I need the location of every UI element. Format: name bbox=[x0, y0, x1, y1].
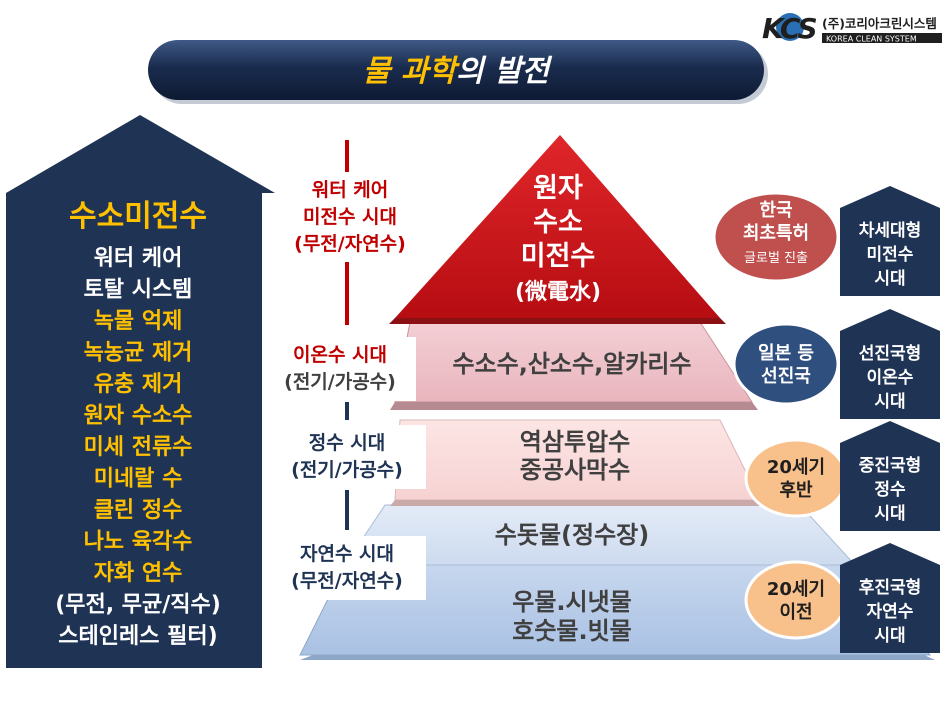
badge-oval bbox=[744, 438, 848, 518]
badge-line: 선진국 bbox=[761, 366, 811, 387]
badge-oval bbox=[712, 191, 840, 283]
left-arrow-item: 토탈 시스템 bbox=[84, 278, 193, 303]
logo-circle-icon bbox=[776, 13, 804, 41]
tier5-line: 호숫물.빗물 bbox=[512, 617, 632, 645]
era-label-line: 자연수 시대 bbox=[300, 543, 394, 565]
badge-line: 일본 등 bbox=[758, 343, 814, 364]
house-label-line: 시대 bbox=[874, 504, 905, 524]
left-arrow-item: 원자 수소수 bbox=[84, 404, 193, 429]
tier5-line: 우물.시냇물 bbox=[512, 588, 632, 616]
era-label-line: 워터 케어 bbox=[312, 179, 389, 201]
apex-triangle bbox=[395, 135, 720, 318]
left-arrow-item: 스테인레스 필터) bbox=[58, 624, 217, 649]
house-label-line: 중진국형 bbox=[859, 455, 922, 476]
house-label-shape bbox=[840, 309, 940, 419]
house-label-shape bbox=[840, 421, 940, 531]
house-label-shape bbox=[840, 543, 940, 653]
house-label-line: 정수 bbox=[874, 480, 906, 500]
badge-line: 이전 bbox=[779, 602, 812, 623]
tier2-label: 수소수,산소수,알카리수 bbox=[452, 350, 691, 378]
era-label-line: (무전/자연수) bbox=[291, 570, 403, 592]
left-arrow-item: 녹물 억제 bbox=[94, 309, 183, 334]
tier3-shadow bbox=[390, 500, 765, 506]
era-label-bg bbox=[268, 425, 426, 489]
era-label-bg bbox=[268, 337, 416, 401]
left-arrow-headline: 수소미전수 bbox=[69, 199, 207, 234]
tier3-line: 역삼투압수 bbox=[520, 428, 630, 456]
logo-mark: KCS bbox=[762, 12, 816, 45]
left-arrow-item: 나노 육각수 bbox=[84, 530, 193, 555]
apex-line: (微電水) bbox=[515, 279, 601, 305]
house-label-line: 선진국형 bbox=[859, 343, 922, 364]
era-label-line: (전기/가공수) bbox=[291, 459, 403, 481]
left-arrow-shape bbox=[6, 115, 275, 668]
badge-line: 20세기 bbox=[767, 457, 825, 478]
house-label-line: 시대 bbox=[874, 269, 905, 289]
house-label-line: 시대 bbox=[874, 626, 905, 646]
badge-oval bbox=[744, 560, 848, 640]
badge-line: 후반 bbox=[779, 480, 813, 501]
era-label-line: (무전/자연수) bbox=[294, 233, 406, 255]
apex-line: 수소 bbox=[533, 207, 583, 238]
house-label-line: 자연수 bbox=[867, 602, 914, 622]
tier2-line: 수소수,산소수,알카리수 bbox=[452, 350, 691, 378]
tier4-label: 수돗물(정수장) bbox=[495, 521, 649, 549]
left-arrow-item: 미네랄 수 bbox=[94, 467, 183, 492]
left-arrow-item: 워터 케어 bbox=[94, 246, 183, 271]
title-banner: 물 과학의 발전 bbox=[148, 40, 768, 104]
era-label-line: 미전수 시대 bbox=[303, 206, 397, 228]
house-label-line: 차세대형 bbox=[859, 220, 922, 241]
apex-line: 원자 bbox=[533, 173, 583, 204]
badge-line: 한국 bbox=[759, 200, 792, 221]
house-label-line: 후진국형 bbox=[859, 577, 922, 598]
logo-name-ko: (주)코리아크린시스템 bbox=[822, 16, 937, 31]
left-arrow-item: 유충 제거 bbox=[94, 372, 183, 397]
badge-line: 최초특허 bbox=[743, 223, 809, 244]
tier2-shadow bbox=[390, 402, 758, 410]
tier4-line: 수돗물(정수장) bbox=[495, 521, 649, 549]
company-logo: KCS (주)코리아크린시스템 KOREA CLEAN SYSTEM bbox=[762, 12, 942, 45]
left-arrow-item: 클린 정수 bbox=[94, 498, 183, 523]
era-label-bg bbox=[268, 536, 426, 600]
logo-name-en-bar bbox=[822, 33, 942, 43]
left-arrow-item: (무전, 무균/직수) bbox=[55, 593, 221, 618]
badge-oval bbox=[732, 322, 840, 406]
house-label-shape bbox=[840, 186, 940, 296]
badge-line: 20세기 bbox=[767, 579, 825, 600]
apex-line: 미전수 bbox=[521, 241, 596, 272]
tier3-line: 중공사막수 bbox=[520, 456, 630, 484]
house-label-line: 시대 bbox=[874, 392, 905, 412]
era-label-line: (전기/가공수) bbox=[284, 371, 396, 393]
title-banner-bg bbox=[148, 40, 764, 100]
apex-shadow bbox=[389, 318, 726, 324]
era-label-line: 이온수 시대 bbox=[293, 344, 387, 366]
left-arrow-item: 녹농균 제거 bbox=[84, 341, 193, 366]
house-label-line: 미전수 bbox=[867, 245, 914, 265]
era-label-line: 정수 시대 bbox=[309, 432, 386, 454]
logo-name-en: KOREA CLEAN SYSTEM bbox=[826, 35, 917, 44]
badge-sub: 글로벌 진출 bbox=[744, 251, 808, 266]
left-arrow-item: 자화 연수 bbox=[94, 561, 183, 586]
left-arrow-item: 미세 전류수 bbox=[84, 435, 193, 460]
page-title: 물 과학의 발전 bbox=[363, 54, 553, 89]
house-label-line: 이온수 bbox=[867, 368, 914, 388]
